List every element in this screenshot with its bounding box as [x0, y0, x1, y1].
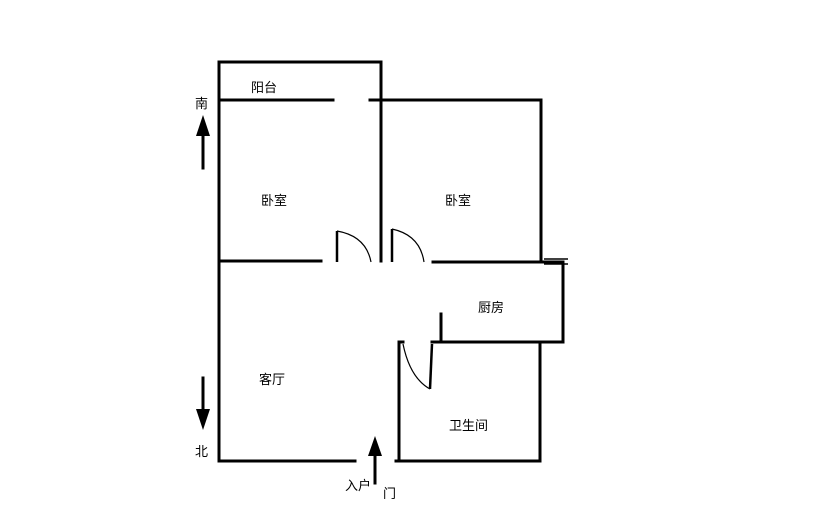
- room-label-balcony: 阳台: [251, 81, 277, 96]
- balcony-wall: [217, 60, 383, 101]
- kitchen-wall: [439, 260, 565, 344]
- bathroom-door-swing: [402, 343, 431, 390]
- entrance: [368, 436, 382, 485]
- bathroom-door-leaf: [428, 343, 434, 390]
- compass-south-label: 南: [195, 96, 208, 112]
- room-label-living: 客厅: [259, 372, 285, 388]
- room-label-bedroom-right: 卧室: [445, 193, 471, 209]
- south-arrow-icon: [196, 115, 210, 136]
- entrance-label: 入户: [345, 478, 371, 494]
- room-label-kitchen: 厨房: [478, 300, 504, 316]
- entrance-arrow-icon: [368, 436, 382, 456]
- north-arrow-icon: [196, 409, 210, 430]
- room-label-bathroom: 卫生间: [449, 419, 488, 434]
- bedroom-right-door-swing: [391, 228, 425, 263]
- entrance-label-door: 门: [383, 487, 396, 502]
- room-label-bedroom-left: 卧室: [261, 193, 287, 209]
- bedroom-left-door-swing: [336, 230, 372, 263]
- doors: [335, 228, 434, 390]
- compass: [196, 115, 210, 430]
- compass-north-label: 北: [195, 445, 208, 460]
- walls: [217, 60, 568, 463]
